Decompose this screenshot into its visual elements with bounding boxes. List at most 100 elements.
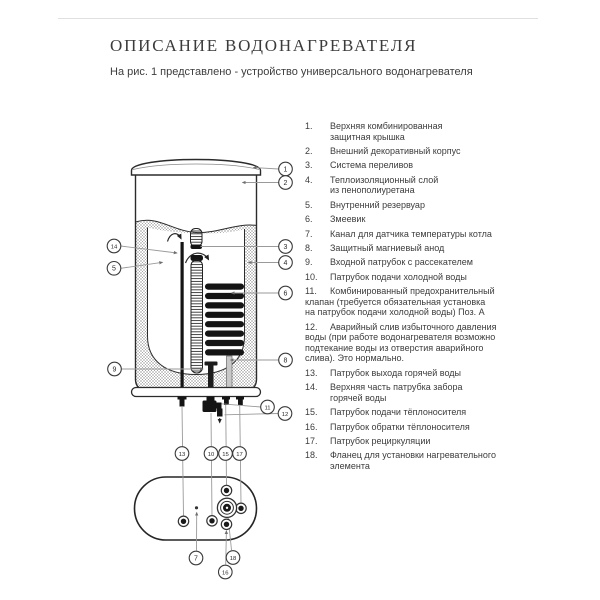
parts-list-item: 10.Патрубок подачи холодной воды (305, 272, 513, 283)
item-text: Патрубок подачи тёплоносителя (330, 407, 467, 418)
top-divider (58, 18, 538, 20)
item-text: Защитный магниевый анод (330, 242, 445, 253)
callout-16: 16 (217, 564, 233, 580)
item-number: 18. (305, 450, 318, 461)
svg-text:8: 8 (284, 357, 288, 364)
callout-1: 1 (278, 161, 293, 177)
item-number: 3. (305, 160, 313, 171)
callout-6: 6 (278, 285, 293, 301)
item-number: 14. (305, 382, 318, 393)
item-number: 9. (305, 257, 313, 268)
svg-text:10: 10 (208, 452, 215, 458)
item-number: 13. (305, 367, 318, 378)
item-number: 11. (305, 286, 317, 297)
tank-base-ring (130, 386, 262, 398)
item-number: 7. (305, 228, 313, 239)
svg-text:13: 13 (179, 452, 186, 458)
callout-7: 7 (188, 550, 204, 566)
item-number: 6. (305, 214, 313, 225)
page-subtitle: На рис. 1 представлено - устройство унив… (110, 66, 473, 78)
callout-14: 14 (106, 238, 122, 254)
safety-valve (202, 396, 223, 417)
parts-list-item: 2. Внешний декоративный корпус (305, 146, 513, 157)
item-text: Внутренний резервуар (330, 199, 425, 210)
sensor-channel-dot (194, 506, 199, 510)
callout-17: 17 (232, 446, 247, 461)
port-heating-supply (220, 484, 233, 497)
tank-top-cap-inner-line (132, 163, 260, 170)
svg-text:4: 4 (284, 260, 288, 267)
page-title: ОПИСАНИЕ ВОДОНАГРЕВАТЕЛЯ (110, 36, 418, 55)
parts-list-item: 3. Система переливов (305, 160, 513, 171)
port-recirculation (235, 502, 247, 515)
item-text: Система переливов (330, 160, 414, 171)
item-number: 8. (305, 242, 313, 253)
callout-13: 13 (174, 446, 190, 461)
callout-3: 3 (278, 239, 293, 254)
svg-text:9: 9 (113, 366, 117, 373)
item-number: 12. (305, 321, 318, 332)
item-text: Внешний декоративный корпус (330, 145, 461, 156)
svg-text:3: 3 (284, 244, 288, 251)
item-text: Канал для датчика температуры котла (330, 228, 492, 239)
ports (177, 484, 247, 531)
item-number: 4. (305, 174, 313, 185)
callout-5: 5 (106, 260, 122, 276)
cutaway-line (135, 219, 257, 234)
inlet-diffuser (204, 361, 218, 398)
item-number: 17. (305, 436, 318, 446)
callout-9: 9 (107, 361, 122, 377)
callout-15: 15 (218, 446, 233, 461)
flange-port (216, 497, 238, 519)
callout-10: 10 (203, 446, 219, 461)
heating-medium-supply-stub (222, 396, 230, 405)
parts-list-item: 17. Патрубок рециркуляции (305, 436, 513, 447)
connector-lines (181, 404, 242, 517)
tank-front-view (130, 158, 262, 424)
item-text: Змеевик (330, 214, 366, 225)
parts-list-item: 13. Патрубок выхода горячей воды (305, 368, 513, 379)
callout-12: 12 (277, 406, 293, 421)
svg-text:16: 16 (222, 570, 229, 576)
svg-text:11: 11 (264, 405, 270, 411)
parts-list-item: 8. Защитный магниевый анод (305, 243, 513, 254)
item-number: 1. (305, 121, 313, 131)
item-text: Патрубок выхода горячей воды (330, 367, 462, 378)
magnesium-anode (226, 355, 233, 391)
bottom-ports-view (133, 404, 258, 565)
hot-water-outlet-stub (177, 396, 187, 407)
item-number: 2. (305, 145, 313, 156)
parts-list-item: 9.Входной патрубок с рассекателем (305, 257, 513, 268)
callout-8: 8 (278, 352, 293, 368)
svg-text:5: 5 (112, 266, 116, 273)
tank-top-cap (130, 158, 262, 176)
item-text: Патрубок подачи холодной воды (330, 271, 467, 282)
svg-text:17: 17 (236, 452, 243, 458)
sensor-channel-coil (190, 255, 203, 374)
parts-list-item: 15. Патрубок подачи тёплоносителя (305, 407, 513, 418)
port-hot-water-outlet (177, 515, 190, 528)
svg-text:15: 15 (222, 452, 229, 458)
svg-text:2: 2 (284, 180, 288, 187)
svg-text:7: 7 (194, 555, 198, 562)
port-cold-water-inlet (206, 514, 218, 527)
callout-4: 4 (278, 255, 293, 270)
callout-18: 18 (225, 550, 241, 565)
item-number: 15. (305, 407, 318, 418)
recirculation-stub (236, 396, 244, 405)
sensor-channel-top (190, 228, 203, 249)
item-text: Патрубок рециркуляции (330, 436, 431, 446)
heat-exchanger-coil (205, 283, 244, 356)
port-heating-return (220, 518, 233, 531)
